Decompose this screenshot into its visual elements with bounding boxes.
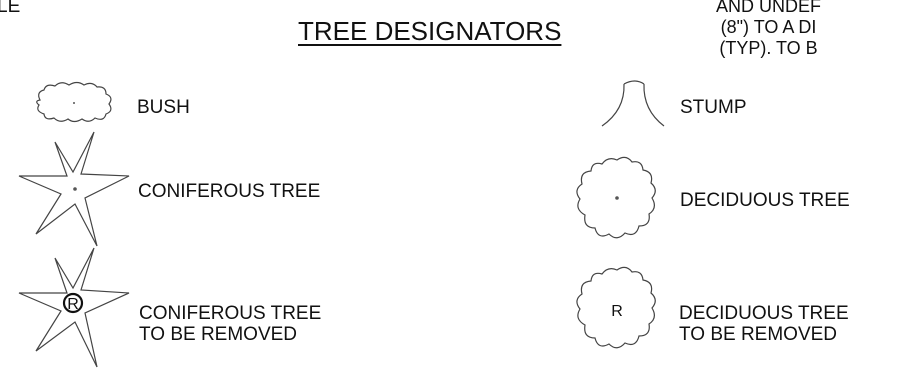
note-line: AND UNDEF: [716, 0, 822, 16]
coniferous-removed-star-outline: [18, 247, 130, 368]
stump-icon: [601, 80, 665, 127]
removal-ring: [62, 292, 84, 314]
deciduous-tree-icon: [576, 156, 656, 239]
deciduous-removed-outline: [576, 266, 656, 349]
removal-marker-r: R: [67, 296, 79, 313]
coniferous-label: CONIFEROUS TREE: [138, 181, 321, 202]
label-line: DECIDUOUS TREE: [679, 303, 849, 324]
label-line: TO BE REMOVED: [679, 324, 838, 345]
label-line: TO BE REMOVED: [139, 324, 298, 345]
general-note: AND UNDEF (8") TO A DI (TYP). TO B: [716, 0, 821, 59]
page-title: TREE DESIGNATORS: [298, 16, 562, 46]
note-line: (TYP). TO B: [719, 38, 818, 58]
deciduous-label: DECIDUOUS TREE: [680, 190, 850, 211]
bush-center-dot: [73, 102, 75, 104]
stump-right-side: [643, 83, 665, 127]
note-line: (8") TO A DI: [720, 17, 817, 37]
deciduous-outline: [576, 156, 656, 239]
deciduous-center-dot: [615, 196, 619, 200]
coniferous-star-outline: [18, 131, 130, 247]
bush-icon: [36, 81, 112, 123]
coniferous-center-dot: [73, 187, 77, 191]
coniferous-tree-icon: [18, 131, 130, 247]
corner-text-fragment: LE: [0, 0, 21, 17]
deciduous-tree-removed-icon: R: [576, 266, 656, 349]
label-line: CONIFEROUS TREE: [139, 303, 322, 324]
stump-left-side: [601, 83, 625, 127]
bush-outline: [36, 81, 112, 123]
deciduous-removed-label: DECIDUOUS TREE TO BE REMOVED: [679, 303, 849, 345]
coniferous-tree-removed-icon: R: [18, 247, 130, 368]
removal-marker-r: R: [611, 303, 623, 320]
coniferous-removed-label: CONIFEROUS TREE TO BE REMOVED: [139, 303, 321, 345]
bush-label: BUSH: [137, 97, 190, 118]
stump-top: [623, 80, 645, 85]
stump-label: STUMP: [680, 97, 747, 118]
